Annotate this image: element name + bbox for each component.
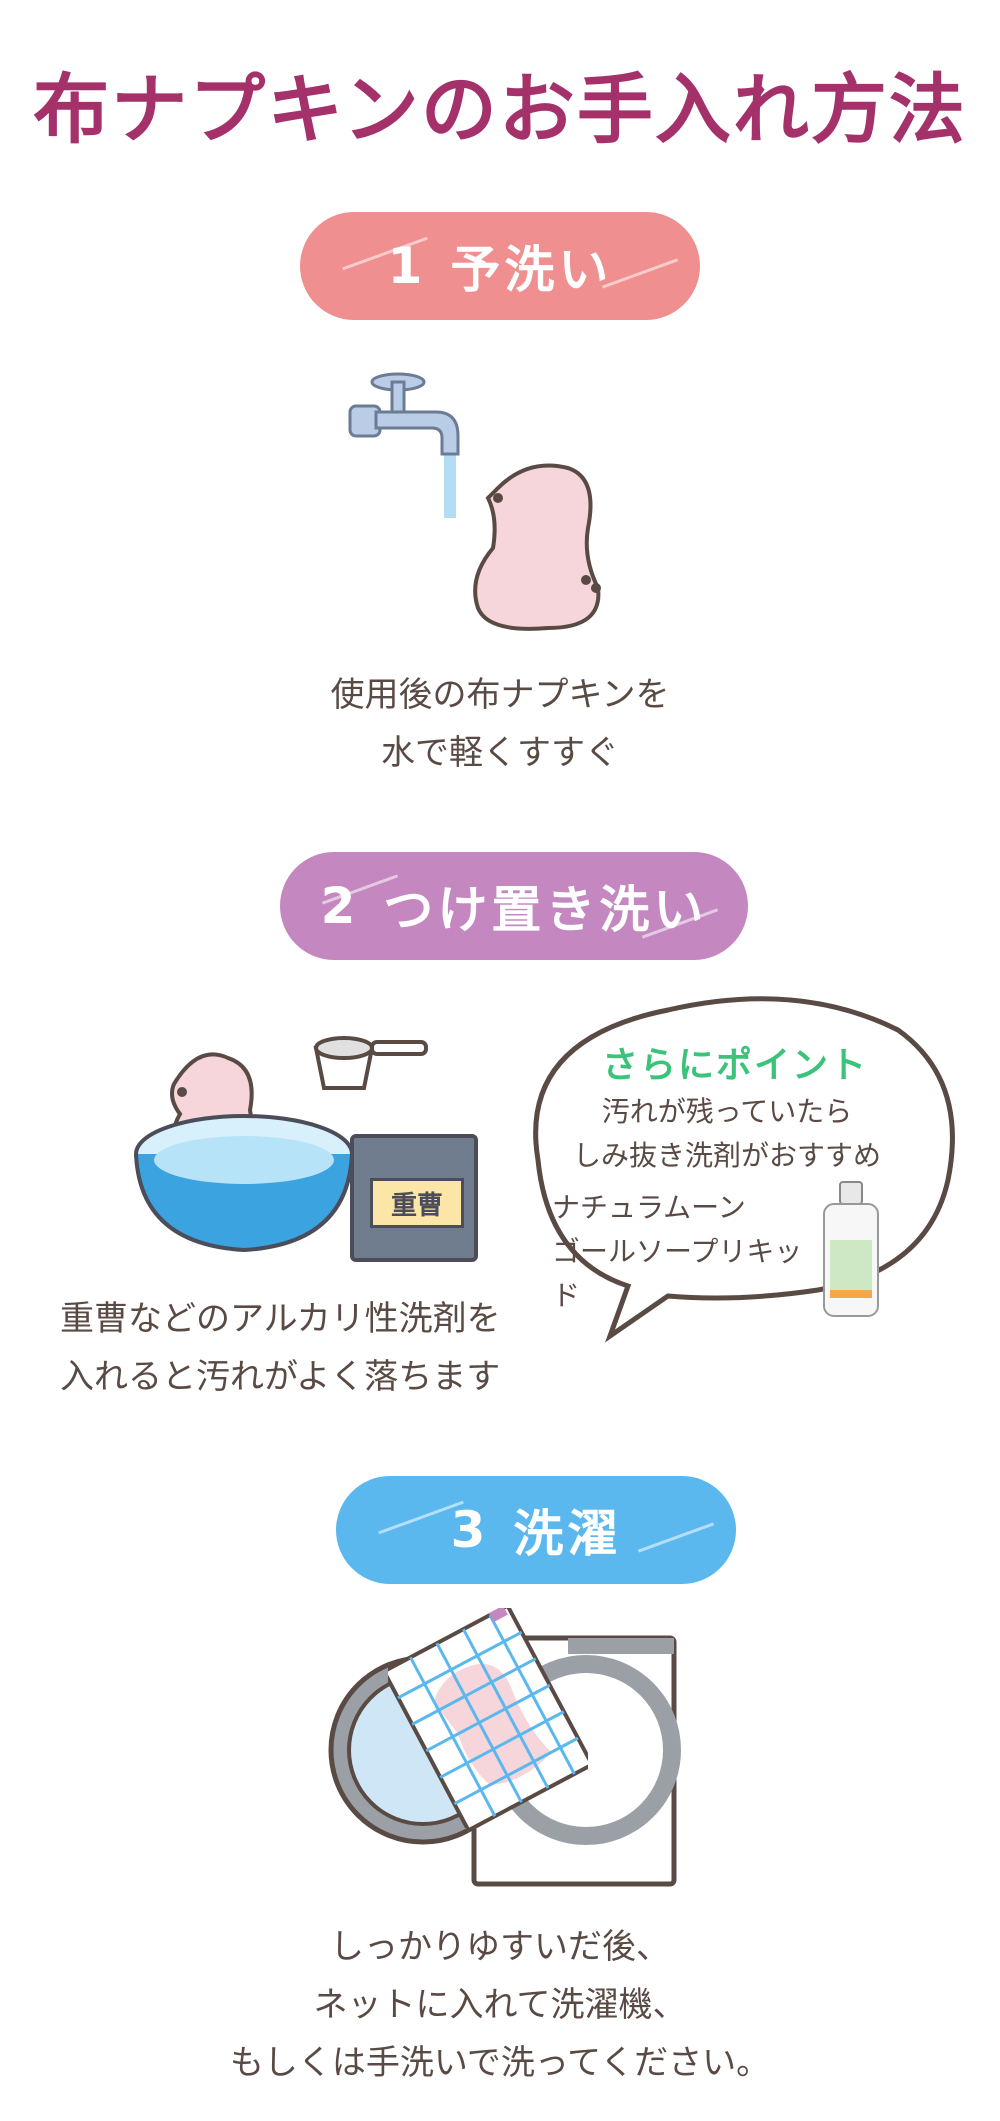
step-3-heading: 洗濯 <box>513 1505 622 1563</box>
detergent-bottle-icon <box>823 1181 879 1317</box>
step-1-number: 1 <box>387 237 427 295</box>
tip-heading: さらにポイント <box>602 1045 869 1086</box>
baking-soda-box-icon: 重曹 <box>350 1134 478 1262</box>
step-3-badge: 3 洗濯 <box>336 1476 736 1584</box>
step-3-number: 3 <box>450 1501 490 1559</box>
step-2-badge: 2 つけ置き洗い <box>280 852 748 960</box>
step-1-heading: 予洗い <box>450 241 613 299</box>
step-2-caption: 重曹などのアルカリ性洗剤を 入れると汚れがよく落ちます <box>60 1299 501 1397</box>
step-2-heading: つけ置き洗い <box>383 881 708 939</box>
cloth-pad-icon <box>473 463 601 631</box>
step-1-badge: 1 予洗い <box>300 212 700 320</box>
faucet-icon <box>348 372 460 518</box>
step-2-number: 2 <box>320 877 360 935</box>
tip-product-name: ナチュラムーン ゴールソープリキッド <box>552 1191 803 1312</box>
laundry-net-icon <box>388 1608 588 1828</box>
tip-text: 汚れが残っていたら しみ抜き洗剤がおすすめ <box>572 1095 881 1172</box>
measuring-scoop-icon <box>313 1036 428 1090</box>
baking-soda-label: 重曹 <box>370 1178 464 1228</box>
step-1-caption: 使用後の布ナプキンを 水で軽くすすぐ <box>330 675 670 773</box>
page-title: 布ナプキンのお手入れ方法 <box>33 65 967 154</box>
step-3-caption: しっかりゆすいだ後、 ネットに入れて洗濯機、 もしくは手洗いで洗ってください。 <box>229 1927 771 2083</box>
